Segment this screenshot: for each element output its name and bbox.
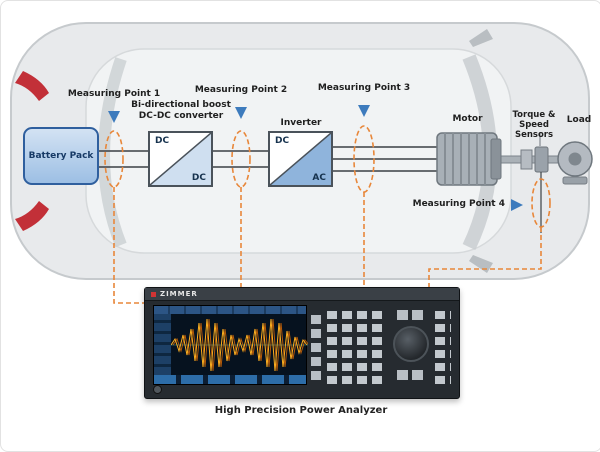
dcdc-input-label: DC xyxy=(155,136,170,146)
analyzer-brand-bar: ZIMMER xyxy=(145,288,459,301)
analyzer-caption: High Precision Power Analyzer xyxy=(214,405,388,416)
taillight-left-bottom xyxy=(15,201,49,231)
screen-side-panel xyxy=(154,314,171,375)
marker-3-arrow xyxy=(358,105,370,117)
inverter-box: DC AC xyxy=(268,131,333,187)
power-analyzer: ZIMMER xyxy=(144,287,460,399)
mirror-top xyxy=(469,29,493,47)
torque-speed-sensor xyxy=(534,146,549,173)
measurement-connections xyxy=(104,125,551,304)
inverter-diagonal xyxy=(270,133,331,185)
dcdc-diagonal xyxy=(150,133,211,185)
ac-phase-lines xyxy=(333,146,438,172)
power-button-icon xyxy=(153,385,162,394)
measuring-point-4-label: Measuring Point 4 xyxy=(412,199,505,209)
taillight-left-top xyxy=(15,71,49,101)
keypad-right-column xyxy=(435,308,451,384)
sensor-coupling xyxy=(520,149,533,170)
inverter-output-label: AC xyxy=(312,173,326,183)
battery-pack-label: Battery Pack xyxy=(28,151,94,161)
load-flywheel xyxy=(557,141,593,185)
screen-softkey-bar xyxy=(154,375,306,384)
probe-4-cable xyxy=(428,227,542,287)
measuring-point-1-label: Measuring Point 1 xyxy=(67,89,161,99)
dc-bus-lines xyxy=(99,150,268,168)
power-wiring xyxy=(99,132,593,233)
measuring-point-3-label: Measuring Point 3 xyxy=(317,83,411,93)
motor-label: Motor xyxy=(452,114,483,124)
measuring-point-2-probe xyxy=(231,130,251,188)
knob-buttons-top xyxy=(397,310,425,320)
screen-softkey-buttons xyxy=(311,310,321,380)
dcdc-converter-box: DC DC xyxy=(148,131,213,187)
inverter-input-label: DC xyxy=(275,136,290,146)
torque-speed-sensors-label: Torque & Speed Sensors xyxy=(512,110,556,141)
knob-buttons-bottom xyxy=(397,370,425,380)
battery-pack: Battery Pack xyxy=(23,127,99,185)
dcdc-converter-title: Bi-directional boost DC-DC converter xyxy=(131,100,231,121)
rear-window xyxy=(98,57,127,248)
marker-4-arrow xyxy=(511,199,523,211)
analyzer-brand-name: ZIMMER xyxy=(160,290,198,298)
analyzer-screen xyxy=(153,305,308,385)
screen-menu-bar xyxy=(154,306,306,314)
motor-body xyxy=(436,132,502,186)
measuring-point-1-probe xyxy=(104,130,124,188)
marker-2-arrow xyxy=(235,107,247,119)
inverter-title: Inverter xyxy=(280,118,322,128)
waveform-display xyxy=(171,314,308,375)
dcdc-output-label: DC xyxy=(191,173,206,183)
brand-logo-icon xyxy=(151,291,156,297)
keypad-grid xyxy=(327,308,387,384)
rotary-knob xyxy=(393,326,429,362)
load-label: Load xyxy=(566,115,592,125)
measuring-point-markers xyxy=(108,105,523,211)
measuring-point-2-label: Measuring Point 2 xyxy=(194,85,288,95)
probe-1-cable xyxy=(113,187,144,304)
marker-1-arrow xyxy=(108,111,120,123)
